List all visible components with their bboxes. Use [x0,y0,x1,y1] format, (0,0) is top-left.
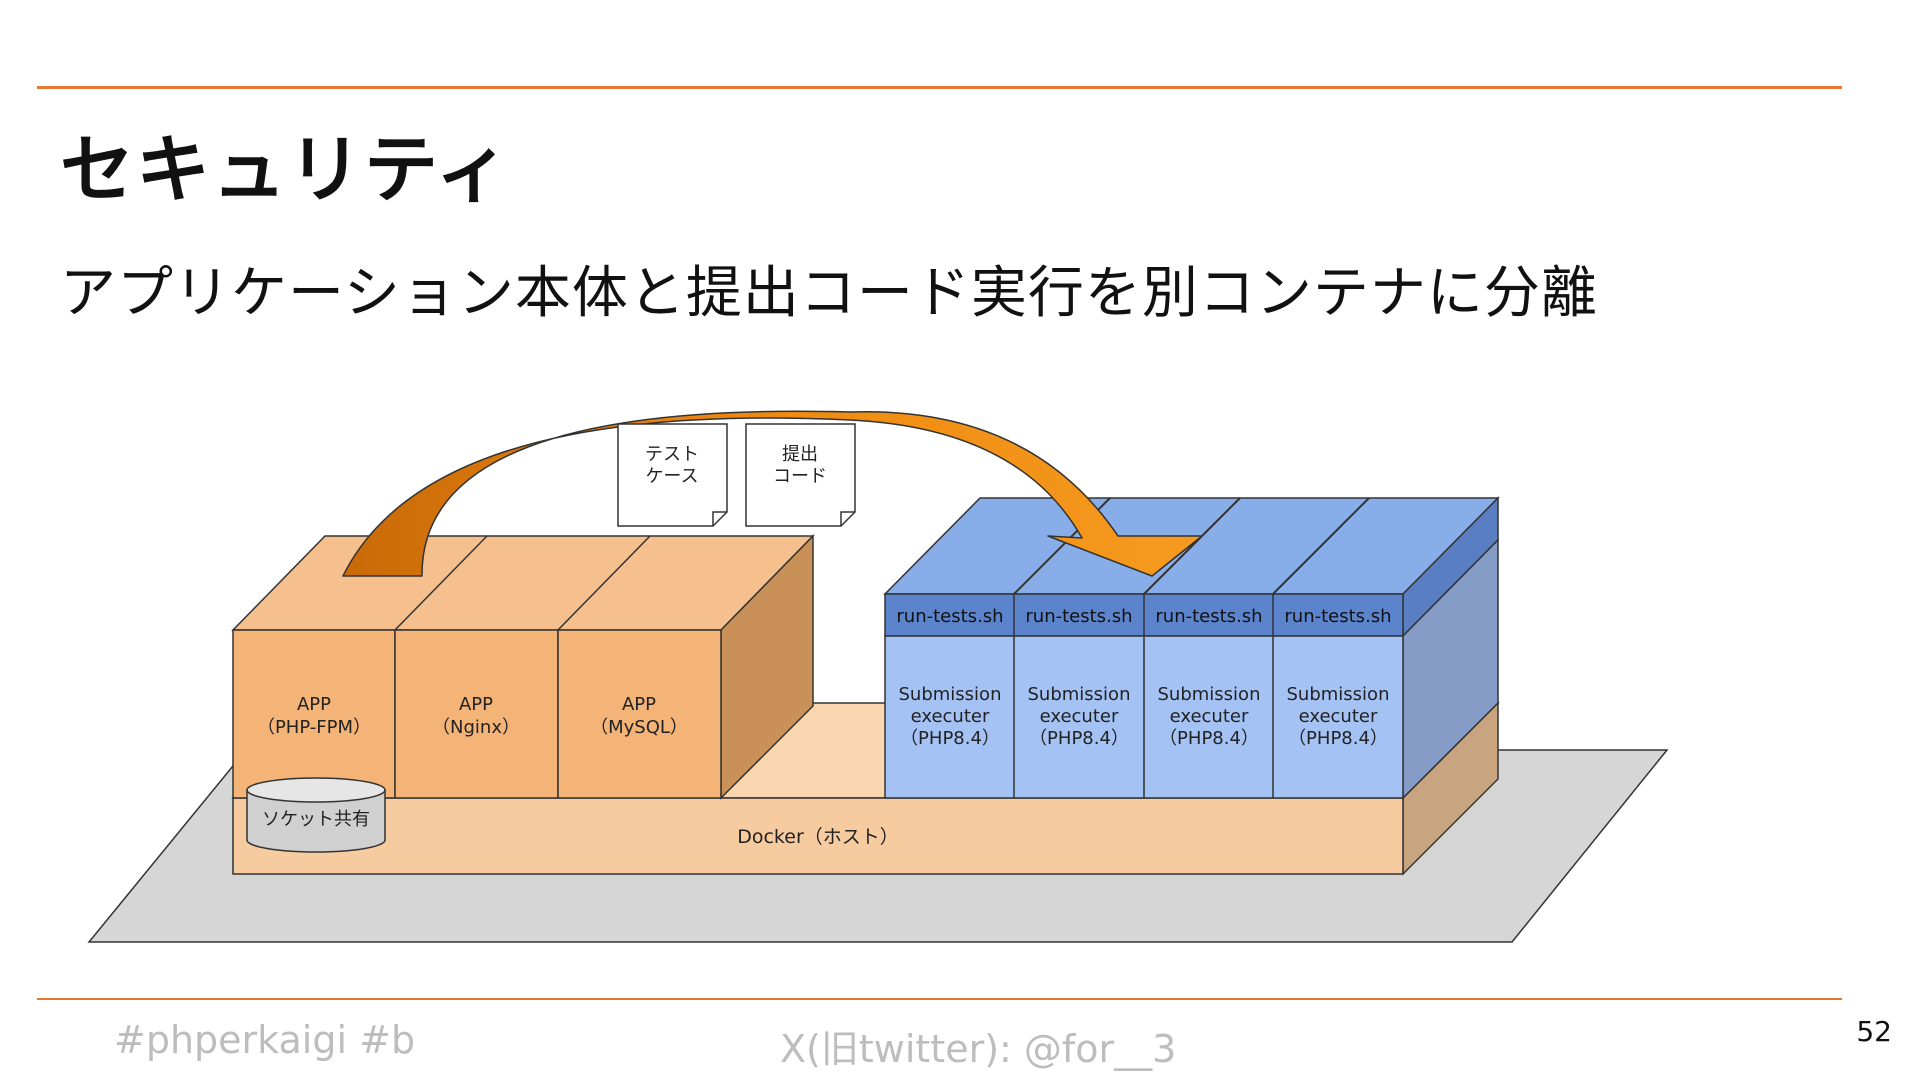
exec-label-line1: Submission [1028,684,1131,705]
doc-label-line1: テスト [645,444,699,465]
app-label-line2: （Nginx） [432,717,520,738]
exec-label-line3: （PHP8.4） [1159,728,1259,749]
exec-script-label: run-tests.sh [1284,606,1391,627]
app-label-line1: APP [622,694,656,715]
app-container-nginx [394,629,559,799]
app-label-line2: （MySQL） [590,717,688,738]
exec-label-line3: （PHP8.4） [1029,728,1129,749]
doc-label-line2: コード [773,466,827,487]
executor-containers: run-tests.sh run-tests.sh run-tests.sh r… [883,496,1500,800]
exec-script-label: run-tests.sh [896,606,1003,627]
footer-twitter-handle: X(旧twitter): @for__3 [780,1027,1177,1071]
submitted-code-document: 提出 コード [745,423,856,527]
exec-label-line1: Submission [899,684,1002,705]
exec-label-line2: executer [1170,706,1249,727]
exec-label-line2: executer [1040,706,1119,727]
app-container-mysql [557,629,722,799]
app-label-line2: （PHP-FPM） [257,717,371,738]
exec-label-line2: executer [911,706,990,727]
socket-label: ソケット共有 [262,809,370,830]
app-label-line1: APP [459,694,493,715]
slide-subtitle: アプリケーション本体と提出コード実行を別コンテナに分離 [60,261,1598,326]
exec-label-line3: （PHP8.4） [900,728,1000,749]
host-front-face [232,797,1404,875]
test-case-document: テスト ケース [617,423,728,527]
doc-label-line2: ケース [645,466,698,487]
exec-script-label: run-tests.sh [1155,606,1262,627]
socket-share-cylinder: ソケット共有 [246,777,386,853]
exec-label-line1: Submission [1158,684,1261,705]
app-containers: APP （PHP-FPM） APP （Nginx） APP （MySQL） [231,534,815,800]
bottom-accent-rule [37,998,1842,1000]
app-container-php-fpm [232,629,396,799]
doc-label-line1: 提出 [782,444,818,465]
host-label: Docker（ホスト） [737,826,899,848]
top-accent-rule [37,86,1842,89]
app-label-line1: APP [297,694,331,715]
transfer-arrow [342,410,1203,577]
exec-label-line2: executer [1299,706,1378,727]
exec-script-label: run-tests.sh [1025,606,1132,627]
exec-label-line3: （PHP8.4） [1288,728,1388,749]
exec-label-line1: Submission [1287,684,1390,705]
footer-hashtags: #phperkaigi #b [114,1018,416,1062]
slide-title: セキュリティ [60,127,512,213]
app-top-face [231,535,815,631]
page-number: 52 [1856,1015,1892,1048]
